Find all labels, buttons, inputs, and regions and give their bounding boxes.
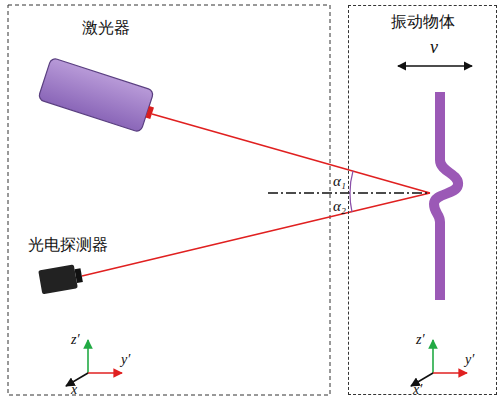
axis	[88, 372, 122, 374]
axis-label: y′	[121, 352, 130, 367]
reflected-beam	[82, 193, 430, 276]
angle-label: α₁	[333, 173, 346, 190]
normal-line	[268, 192, 430, 193]
velocity-symbol: v	[430, 38, 438, 58]
axis-label: z′	[71, 332, 80, 347]
laser-label: 激光器	[82, 19, 130, 37]
incident-beam	[152, 114, 430, 193]
axis	[432, 340, 434, 373]
axis-label: z′	[416, 332, 425, 347]
axis-label: y′	[465, 352, 474, 367]
node-text: 激光器	[82, 19, 130, 37]
node-text: 光电探测器	[28, 236, 108, 254]
axis	[87, 340, 89, 373]
velocity-arrow	[398, 65, 472, 66]
vibrating-object	[434, 92, 458, 300]
axis-label: x	[71, 382, 77, 397]
laser-body	[38, 57, 159, 134]
angle-label: α₂	[333, 198, 346, 215]
axis	[433, 372, 467, 374]
photodetector	[38, 263, 84, 294]
angle-arc	[350, 171, 353, 193]
source-region	[8, 5, 330, 395]
angle-arc	[350, 193, 352, 212]
axis-label: x′	[413, 382, 422, 397]
detector-label: 光电探测器	[28, 236, 108, 254]
node-text: 振动物体	[391, 13, 455, 31]
